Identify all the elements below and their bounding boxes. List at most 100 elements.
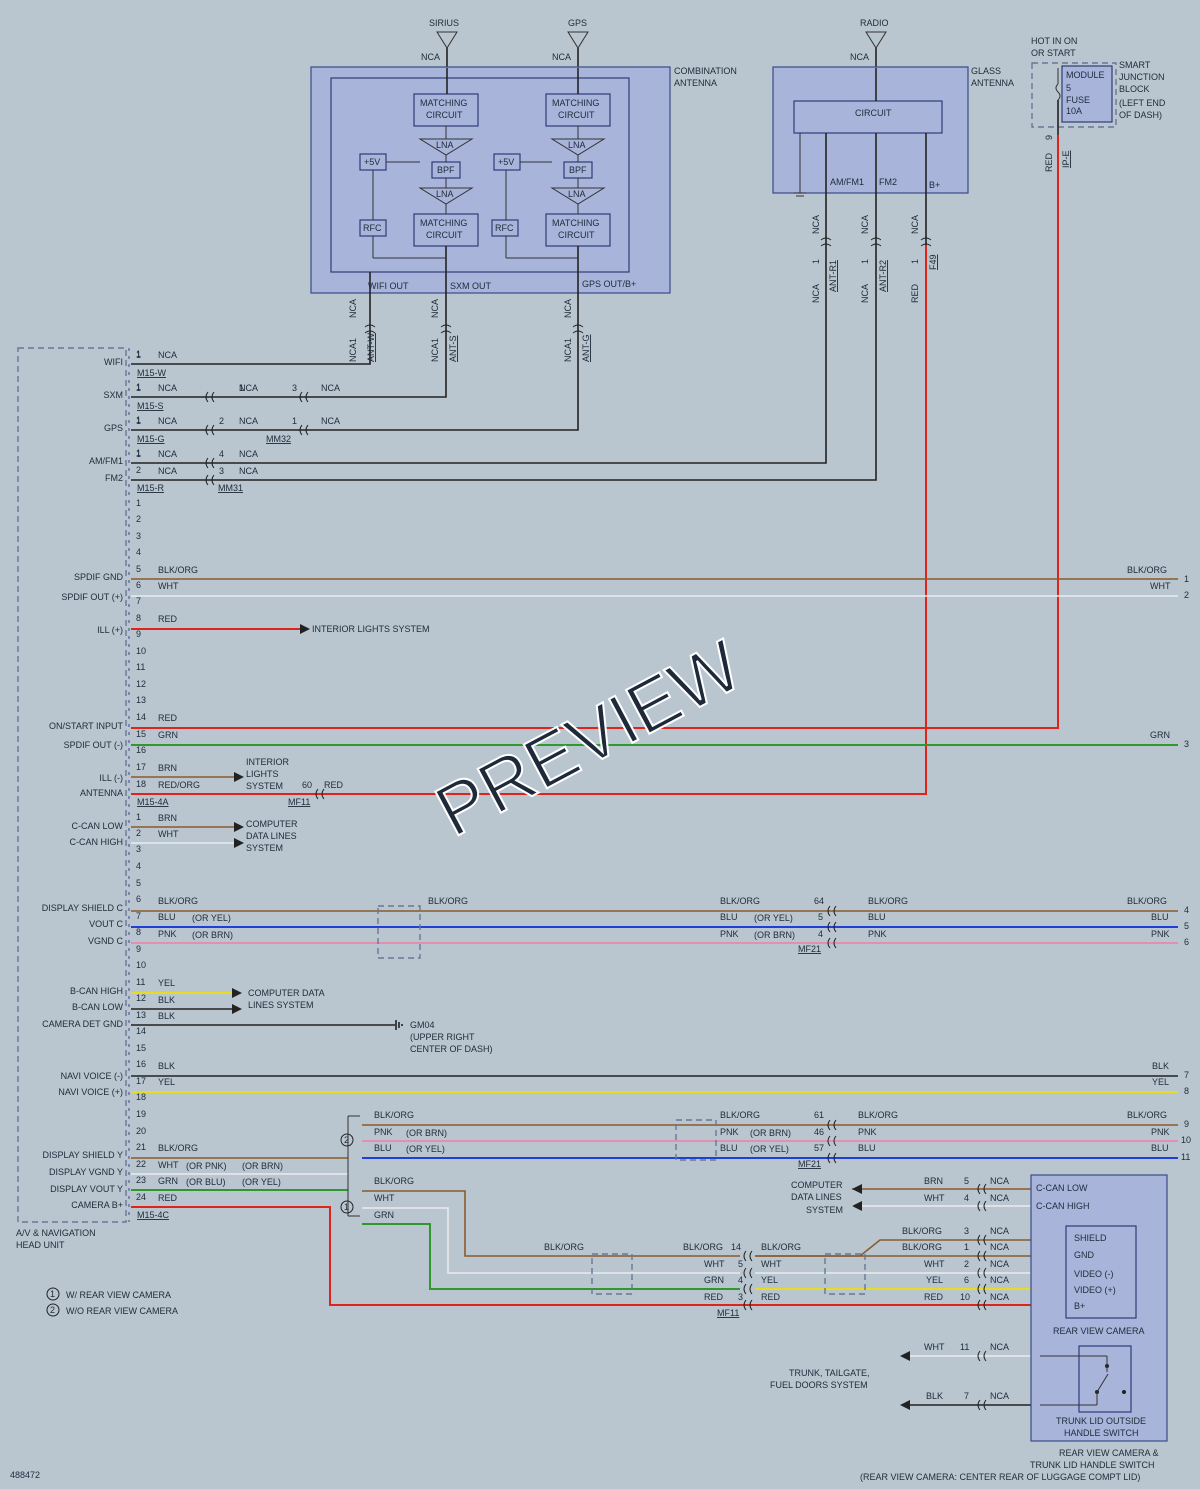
wire-color: RED	[324, 780, 344, 790]
camera-footer: (REAR VIEW CAMERA: CENTER REAR OF LUGGAG…	[860, 1472, 1140, 1482]
pin-label-display-shield-c: DISPLAY SHIELD C	[42, 903, 124, 913]
computer-data-label: COMPUTER DATA	[248, 988, 325, 998]
gm04-label: (UPPER RIGHT	[410, 1032, 475, 1042]
legend: 1 W/ REAR VIEW CAMERA 2 W/O REAR VIEW CA…	[46, 1287, 178, 1317]
sjb-title: OF DASH)	[1119, 110, 1162, 120]
connector-id: MF11	[717, 1308, 739, 1318]
wire-color: BLK/ORG	[428, 896, 468, 906]
arrow-icon	[900, 1351, 910, 1361]
rfc-label: RFC	[363, 223, 382, 233]
wire-color: NCA	[990, 1242, 1009, 1252]
sjb-title: SMART	[1119, 60, 1151, 70]
connector-id: M15-R	[137, 483, 165, 493]
edge-ref: 9	[1184, 1119, 1189, 1129]
computer-data-label: DATA LINES	[791, 1192, 842, 1202]
glass-antenna: CIRCUIT GLASS ANTENNA AM/FM1 FM2 B+	[772, 66, 1014, 245]
lna-label: LNA	[436, 189, 454, 199]
head-unit: A/V & NAVIGATION HEAD UNIT WIFI SXM GPS …	[16, 347, 130, 1250]
pin-number: 7	[136, 596, 141, 606]
wire-color: NCA	[158, 350, 177, 360]
pin-one-label: 1	[860, 259, 870, 264]
wire-alt-color: (OR BRN)	[242, 1161, 283, 1171]
pin-number: 11	[136, 977, 145, 987]
wire-color: PNK	[868, 929, 887, 939]
wire-color: NCA	[158, 466, 177, 476]
pin-number: 5	[136, 564, 141, 574]
connector-id: M15-W	[137, 368, 167, 378]
pin-number: 4	[136, 861, 141, 871]
pin-label-spdif-out-p: SPDIF OUT (+)	[61, 592, 123, 602]
amfm1-wire	[131, 245, 827, 464]
option-2-marker	[340, 1133, 354, 1147]
pin-label-navi-voice-m: NAVI VOICE (-)	[61, 1071, 123, 1081]
arrow-icon	[234, 772, 244, 782]
ant-r2-label: ANT-R2	[878, 260, 888, 292]
wire-color: YEL	[761, 1275, 778, 1285]
pin-label-antenna: ANTENNA	[80, 788, 123, 798]
wire-color: NCA	[990, 1259, 1009, 1269]
trunk-switch-label: TRUNK LID OUTSIDE	[1056, 1416, 1146, 1426]
wire-color: WHT	[924, 1342, 945, 1352]
wire-color: YEL	[926, 1275, 943, 1285]
wire-alt-color: (OR BLU)	[186, 1177, 226, 1187]
wire-color: BLK/ORG	[544, 1242, 584, 1252]
pin-number: 1	[136, 382, 141, 392]
shield-bundle	[675, 1119, 717, 1161]
cam-video-plus-wire	[362, 1223, 740, 1290]
pin-label-display-shield-y: DISPLAY SHIELD Y	[42, 1150, 123, 1160]
nca-label: NCA	[811, 284, 821, 303]
pin-number: 6	[136, 580, 141, 590]
wire-color: PNK	[720, 929, 739, 939]
pin-number: 6	[964, 1275, 969, 1285]
interior-lights-label: INTERIOR	[246, 757, 290, 767]
pin-number: 4	[818, 929, 823, 939]
wire-alt-color: (OR PNK)	[186, 1161, 227, 1171]
pin-number: 1	[136, 416, 141, 426]
connector-id: M15-G	[137, 434, 165, 444]
pin-number: 3	[292, 383, 297, 393]
matching-circuit-label: CIRCUIT	[426, 230, 463, 240]
wire-color: RED/ORG	[158, 780, 200, 790]
pin-label-bcan-high: B-CAN HIGH	[70, 986, 123, 996]
radio-antenna: RADIO NCA	[850, 18, 889, 68]
module-num-label: 5	[1066, 83, 1071, 93]
arrow-icon	[900, 1400, 910, 1410]
edge-ref: 8	[1184, 1086, 1189, 1096]
wire-color: WHT	[924, 1193, 945, 1203]
edge-ref: 11	[1181, 1152, 1190, 1162]
camera-pin-label: B+	[1074, 1301, 1085, 1311]
wire-color: NCA	[321, 416, 340, 426]
pin-number: 3	[964, 1226, 969, 1236]
wire-color: BLK/ORG	[761, 1242, 801, 1252]
wire-color: WHT	[1150, 581, 1171, 591]
option-2-number: 2	[344, 1135, 349, 1145]
wire-alt-color: (OR BRN)	[192, 930, 233, 940]
pin-number: 14	[731, 1242, 741, 1252]
wire-color: WHT	[158, 581, 179, 591]
pin-number: 6	[136, 894, 141, 904]
nca1-label: NCA1	[563, 338, 573, 362]
wire-color: RED	[761, 1292, 781, 1302]
pin-label-ccan-low: C-CAN LOW	[72, 821, 124, 831]
nca1-label: NCA1	[348, 338, 358, 362]
ant-w-label: ANT-W	[366, 332, 376, 362]
wire-alt-color: (OR BRN)	[754, 930, 795, 940]
pin-number: 9	[136, 629, 141, 639]
pin-number: 8	[136, 927, 141, 937]
b-plus-label: B+	[929, 180, 940, 190]
nca-label: NCA	[552, 52, 571, 62]
connector-id: MM32	[266, 434, 291, 444]
nca-label: NCA	[563, 299, 573, 318]
wire-color: BLK/ORG	[1127, 1110, 1167, 1120]
arrow-icon	[852, 1184, 862, 1194]
radio-label: RADIO	[860, 18, 889, 28]
wire-color: GRN	[374, 1210, 394, 1220]
arrow-icon	[232, 988, 242, 998]
am-fm1-label: AM/FM1	[830, 177, 864, 187]
pin-number: 4	[219, 449, 224, 459]
wire-color: BLK	[1152, 1061, 1169, 1071]
glass-circuit-label: CIRCUIT	[855, 108, 892, 118]
connector-id: MM31	[218, 483, 243, 493]
wire-color: GRN	[158, 730, 178, 740]
